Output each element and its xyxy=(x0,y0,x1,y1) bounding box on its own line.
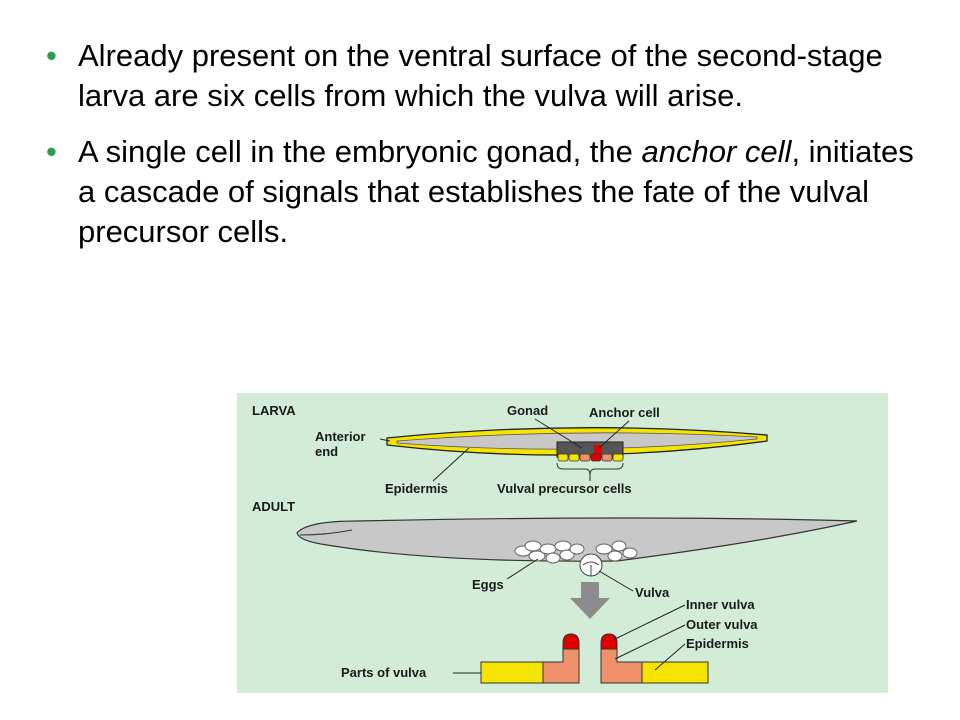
eggs xyxy=(514,540,638,564)
eggs-leader xyxy=(506,558,539,580)
inner-vulva-left xyxy=(562,633,580,650)
bullet-2-text-after: , initiates a cascade of signals that es… xyxy=(78,134,914,249)
anchor-cell xyxy=(594,445,602,454)
outer-vulva-left xyxy=(542,648,580,684)
adult-mouth xyxy=(299,529,353,536)
anterior-leader xyxy=(379,438,391,442)
larva-heading: LARVA xyxy=(252,403,296,418)
vulva-label: Vulva xyxy=(635,585,670,600)
bullet-item-2: • A single cell in the embryonic gonad, … xyxy=(46,132,926,252)
larva-gut xyxy=(396,432,758,450)
vpc-label: Vulval precursor cells xyxy=(497,481,632,496)
anchor-cell-leader xyxy=(598,420,630,449)
vpc-brace xyxy=(556,462,624,476)
eggs-label: Eggs xyxy=(472,577,504,592)
anterior-label-line1: Anterior xyxy=(315,429,366,444)
gonad-leader xyxy=(534,418,583,449)
anterior-label-line2: end xyxy=(315,444,338,459)
anchor-cell-label: Anchor cell xyxy=(589,405,660,420)
outer-vulva-leader xyxy=(614,624,686,660)
outer-vulva-label: Outer vulva xyxy=(686,617,758,632)
bullet-1-text: Already present on the ventral surface o… xyxy=(78,38,883,113)
outer-vulva-right xyxy=(600,648,643,684)
adult-body xyxy=(296,517,858,562)
epidermis-right xyxy=(641,661,709,684)
vulva-leader xyxy=(598,570,634,592)
adult-heading: ADULT xyxy=(252,499,295,514)
epidermis-adult-label: Epidermis xyxy=(686,636,749,651)
epidermis-larva-label: Epidermis xyxy=(385,481,448,496)
bullet-dot: • xyxy=(46,134,57,169)
bullet-list: • Already present on the ventral surface… xyxy=(46,36,926,268)
epidermis-adult-leader xyxy=(654,643,686,671)
gonad-label: Gonad xyxy=(507,403,548,418)
epidermis-larva-leader xyxy=(432,447,470,482)
inner-vulva-leader xyxy=(612,604,686,641)
vulva-structure xyxy=(582,561,600,576)
parts-of-vulva-label: Parts of vulva xyxy=(341,665,427,680)
bullet-2-italic-term: anchor cell xyxy=(641,134,792,169)
vulva-development-figure: LARVA Gonad Anchor cell Anterior end Epi… xyxy=(237,393,888,693)
vulval-precursor-cells xyxy=(557,453,624,462)
inner-vulva-label: Inner vulva xyxy=(686,597,755,612)
bullet-dot: • xyxy=(46,38,57,73)
inner-vulva-right xyxy=(600,633,618,650)
epidermis-left xyxy=(480,661,544,684)
bullet-2-text-before: A single cell in the embryonic gonad, th… xyxy=(78,134,642,169)
down-arrow-icon xyxy=(570,582,610,619)
figure-drawing: LARVA Gonad Anchor cell Anterior end Epi… xyxy=(252,403,858,684)
bullet-item-1: • Already present on the ventral surface… xyxy=(46,36,926,116)
